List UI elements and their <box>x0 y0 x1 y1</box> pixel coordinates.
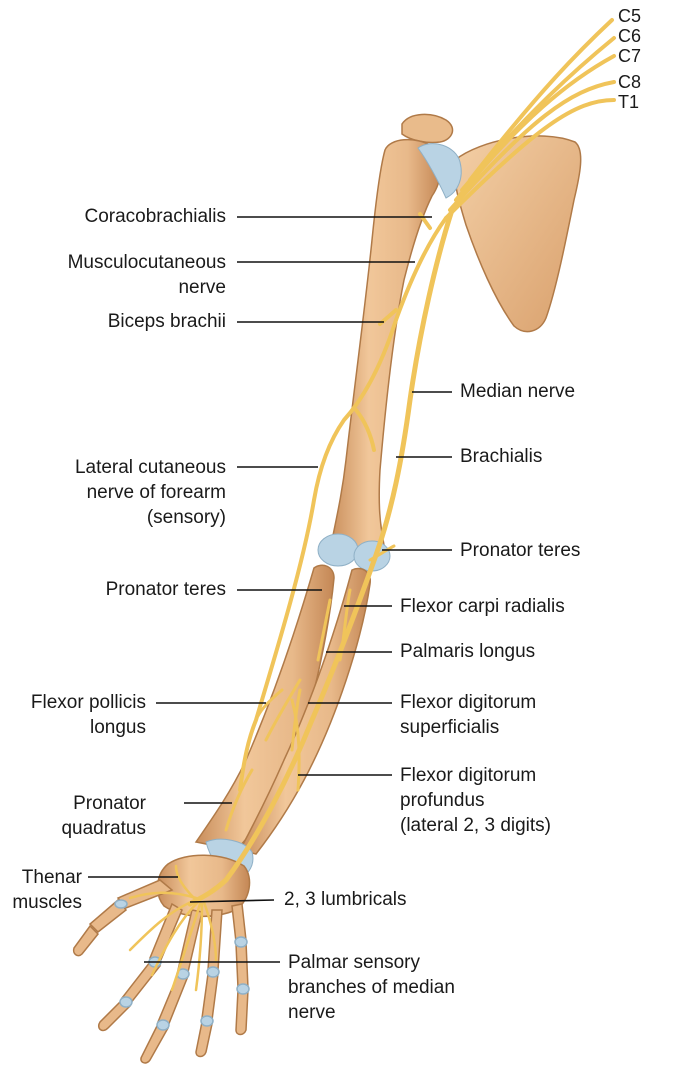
label-line: branches of median <box>288 977 455 998</box>
label-line: Flexor digitorum <box>400 692 537 713</box>
acromion <box>401 113 454 144</box>
label-median-nerve: Median nerve <box>460 379 575 404</box>
label-pronator-teres-right-text: Pronator teres <box>460 540 581 561</box>
median-nerve <box>187 207 455 907</box>
label-coracobrachialis: Coracobrachialis <box>84 204 226 229</box>
humeral-head-cartilage <box>417 143 462 199</box>
label-pronator-teres-left-text: Pronator teres <box>105 579 226 600</box>
label-line: Musculocutaneous <box>67 252 226 273</box>
root-label-c5: C5 <box>618 6 642 26</box>
root-label-c6: C6 <box>618 26 642 46</box>
label-line: (lateral 2, 3 digits) <box>400 815 552 836</box>
label-pronator-quadratus: Pronator quadratus <box>61 791 146 841</box>
label-line: Lateral cutaneous <box>74 457 226 478</box>
label-coracobrachialis-text: Coracobrachialis <box>84 206 226 227</box>
label-line: (sensory) <box>146 507 226 528</box>
label-palmar-sensory-branches: Palmar sensory branches of median nerve <box>288 950 455 1025</box>
leader-lines <box>88 216 452 963</box>
label-line: Pronator <box>73 793 146 814</box>
scapula <box>453 135 582 333</box>
label-biceps-brachii: Biceps brachii <box>108 309 226 334</box>
leader-lumbricals <box>189 899 275 903</box>
nerve-roots <box>444 18 616 220</box>
root-label-c7: C7 <box>618 46 642 66</box>
label-line: nerve <box>288 1002 336 1023</box>
ulna <box>238 567 371 855</box>
label-brachialis-text: Brachialis <box>460 446 543 467</box>
root-label-c8: C8 <box>618 72 642 92</box>
label-lumbricals-text: 2, 3 lumbricals <box>284 889 407 910</box>
label-palmaris-longus-text: Palmaris longus <box>400 641 536 662</box>
label-pronator-teres-left: Pronator teres <box>106 577 226 602</box>
label-line: profundus <box>400 790 485 811</box>
label-line: superficialis <box>400 717 500 738</box>
label-flexor-carpi-radialis: Flexor carpi radialis <box>400 594 565 619</box>
label-line: Flexor digitorum <box>400 765 537 786</box>
elbow-condyle-lateral <box>317 533 359 567</box>
ring-finger-bones <box>195 909 223 1058</box>
label-pronator-teres-right: Pronator teres <box>460 538 580 563</box>
label-line: longus <box>90 717 146 738</box>
label-thenar-muscles: Thenar muscles <box>12 865 82 915</box>
root-label-t1: T1 <box>618 92 640 112</box>
label-musculocutaneous-nerve: Musculocutaneous nerve <box>68 250 226 300</box>
digital-nerve-branches <box>128 864 218 992</box>
label-flexor-pollicis-longus: Flexor pollicis longus <box>31 690 146 740</box>
label-line: muscles <box>12 892 82 913</box>
label-line: nerve of forearm <box>86 482 226 503</box>
label-palmaris-longus: Palmaris longus <box>400 639 535 664</box>
label-lumbricals: 2, 3 lumbricals <box>284 887 407 912</box>
label-median-nerve-text: Median nerve <box>460 381 576 402</box>
label-flexor-digitorum-superficialis: Flexor digitorum superficialis <box>400 690 536 740</box>
label-line: Flexor pollicis <box>30 692 146 713</box>
label-line: quadratus <box>61 818 146 839</box>
label-flexor-digitorum-profundus: Flexor digitorum profundus (lateral 2, 3… <box>400 763 551 838</box>
label-flexor-carpi-radialis-text: Flexor carpi radialis <box>400 596 565 617</box>
label-line: Thenar <box>21 867 82 888</box>
label-brachialis: Brachialis <box>460 444 542 469</box>
index-finger-bones <box>97 902 183 1032</box>
label-lateral-cutaneous-nerve: Lateral cutaneous nerve of forearm (sens… <box>75 455 226 530</box>
label-line: Palmar sensory <box>288 952 420 973</box>
label-biceps-text: Biceps brachii <box>107 311 226 332</box>
label-line: nerve <box>178 277 226 298</box>
little-finger-bones <box>231 903 250 1036</box>
